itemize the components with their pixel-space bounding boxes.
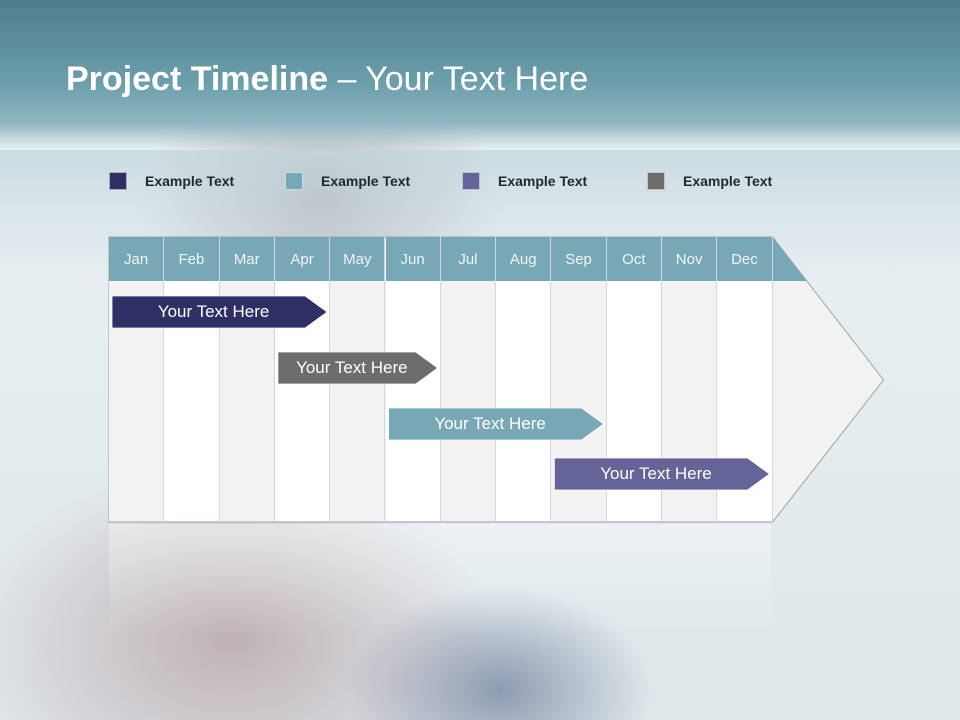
month-header-jun: Jun (385, 237, 441, 281)
title-band (0, 0, 960, 150)
legend-label: Example Text (145, 173, 235, 189)
header-arrow-tip (772, 237, 807, 281)
month-header-nov: Nov (662, 237, 718, 281)
legend-swatch (647, 172, 665, 190)
month-column (385, 281, 441, 521)
legend-swatch (109, 172, 127, 190)
legend-swatch (462, 172, 480, 190)
month-header-mar: Mar (219, 237, 275, 281)
slide-title: Project Timeline – Your Text Here (66, 60, 588, 99)
legend-item: Example Text (647, 170, 772, 192)
month-header-feb: Feb (164, 237, 220, 281)
month-header-jul: Jul (440, 237, 497, 281)
legend-item: Example Text (285, 170, 410, 192)
month-header-may: May (330, 237, 386, 281)
month-column (330, 281, 386, 521)
task-bar-label: Your Text Here (600, 464, 712, 483)
task-bar-label: Your Text Here (157, 302, 270, 321)
task-bar-label: Your Text Here (296, 358, 408, 377)
legend-label: Example Text (498, 173, 588, 189)
month-header-apr: Apr (274, 237, 331, 281)
month-header-sep: Sep (551, 237, 607, 281)
task-bar (554, 457, 771, 491)
legend-label: Example Text (321, 173, 411, 189)
task-bar-label: Your Text Here (434, 414, 546, 433)
timeline-reflection (109, 524, 771, 634)
month-column (496, 281, 552, 521)
slide-title-rest: – Your Text Here (328, 60, 589, 98)
month-header-aug: Aug (496, 237, 552, 281)
legend-item: Example Text (462, 170, 587, 192)
month-header-jan: Jan (109, 237, 165, 281)
slide-title-bold: Project Timeline (66, 60, 329, 98)
month-column (440, 281, 497, 521)
legend-label: Example Text (683, 173, 773, 189)
task-bar (277, 351, 439, 385)
month-header-dec: Dec (717, 237, 773, 281)
month-header-oct: Oct (606, 237, 662, 281)
task-bar (111, 295, 328, 329)
legend-swatch (285, 172, 303, 190)
legend-item: Example Text (109, 170, 234, 192)
task-bar (388, 407, 605, 441)
